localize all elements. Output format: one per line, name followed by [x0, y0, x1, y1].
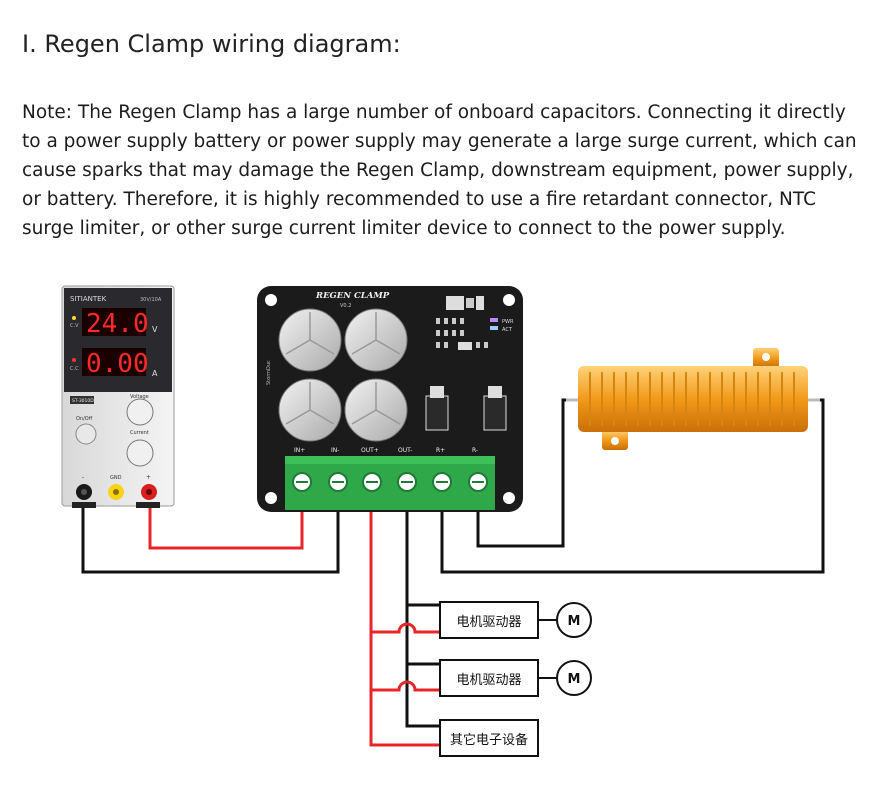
cc-led: [72, 358, 76, 362]
cc-label: C.C: [70, 366, 79, 372]
label-out-plus: OUT+: [361, 447, 379, 454]
wire-psu-negative: [81, 470, 340, 574]
label-in-minus: IN-: [331, 447, 339, 454]
psu-brand: SITIANTEK: [70, 295, 107, 303]
brake-resistor: [566, 348, 820, 450]
voltage-unit: V: [152, 325, 158, 334]
current-unit: A: [152, 369, 158, 378]
voltage-knob[interactable]: [126, 398, 154, 426]
capacitors: [278, 308, 408, 442]
motor-1-icon: [556, 602, 592, 638]
motor-2-label: M: [568, 672, 581, 687]
load-1-label: 电机驱动器: [456, 615, 521, 630]
smd-components: PWR ACT: [425, 296, 514, 431]
motor-1-label: M: [568, 614, 581, 629]
board-title: REGEN CLAMP: [315, 291, 390, 301]
load-other-electronics: 其它电子设备: [439, 719, 539, 757]
regen-clamp-board: REGEN CLAMP V0.2 StormDuc: [257, 286, 523, 512]
terminal-block: [285, 456, 495, 510]
wire-out-negative: [405, 470, 440, 728]
voltage-display: 24.0: [86, 309, 149, 339]
bench-power-supply: SITIANTEK 30V/10A C.V 24.0 V C.C 0.00 A …: [61, 285, 175, 508]
page-title: I. Regen Clamp wiring diagram:: [22, 30, 401, 58]
wire-out-positive: [369, 470, 440, 747]
load-2-label: 电机驱动器: [456, 673, 521, 688]
pwr-label: PWR: [502, 319, 514, 325]
label-r-plus: R+: [436, 447, 445, 454]
plus-label: +: [146, 474, 151, 481]
minus-label: -: [82, 474, 84, 481]
board-version: V0.2: [340, 303, 351, 309]
warning-note: Note: The Regen Clamp has a large number…: [22, 102, 857, 239]
board-maker: StormDuc: [266, 360, 272, 385]
label-out-minus: OUT-: [398, 447, 412, 454]
load-motor-driver-2: 电机驱动器 M: [439, 659, 592, 697]
load-motor-driver-1: 电机驱动器 M: [439, 601, 592, 639]
load-3-label: 其它电子设备: [450, 732, 528, 748]
label-r-minus: R-: [472, 447, 478, 454]
cv-led: [72, 316, 76, 320]
terminal-labels: IN+ IN- OUT+ OUT- R+ R-: [294, 447, 478, 454]
current-knob[interactable]: [126, 439, 154, 467]
motor-2-icon: [556, 660, 592, 696]
act-label: ACT: [502, 327, 513, 333]
cv-label: C.V: [70, 323, 79, 329]
gnd-label: GND: [110, 475, 122, 481]
psu-model: ST-3010D: [72, 398, 94, 404]
power-label: On/Off: [76, 416, 93, 422]
current-display: 0.00: [86, 349, 149, 379]
power-button[interactable]: [75, 423, 97, 445]
psu-rating: 30V/10A: [140, 297, 162, 303]
label-in-plus: IN+: [294, 447, 305, 454]
voltage-knob-label: Voltage: [130, 394, 149, 400]
current-knob-label: Current: [130, 430, 149, 436]
